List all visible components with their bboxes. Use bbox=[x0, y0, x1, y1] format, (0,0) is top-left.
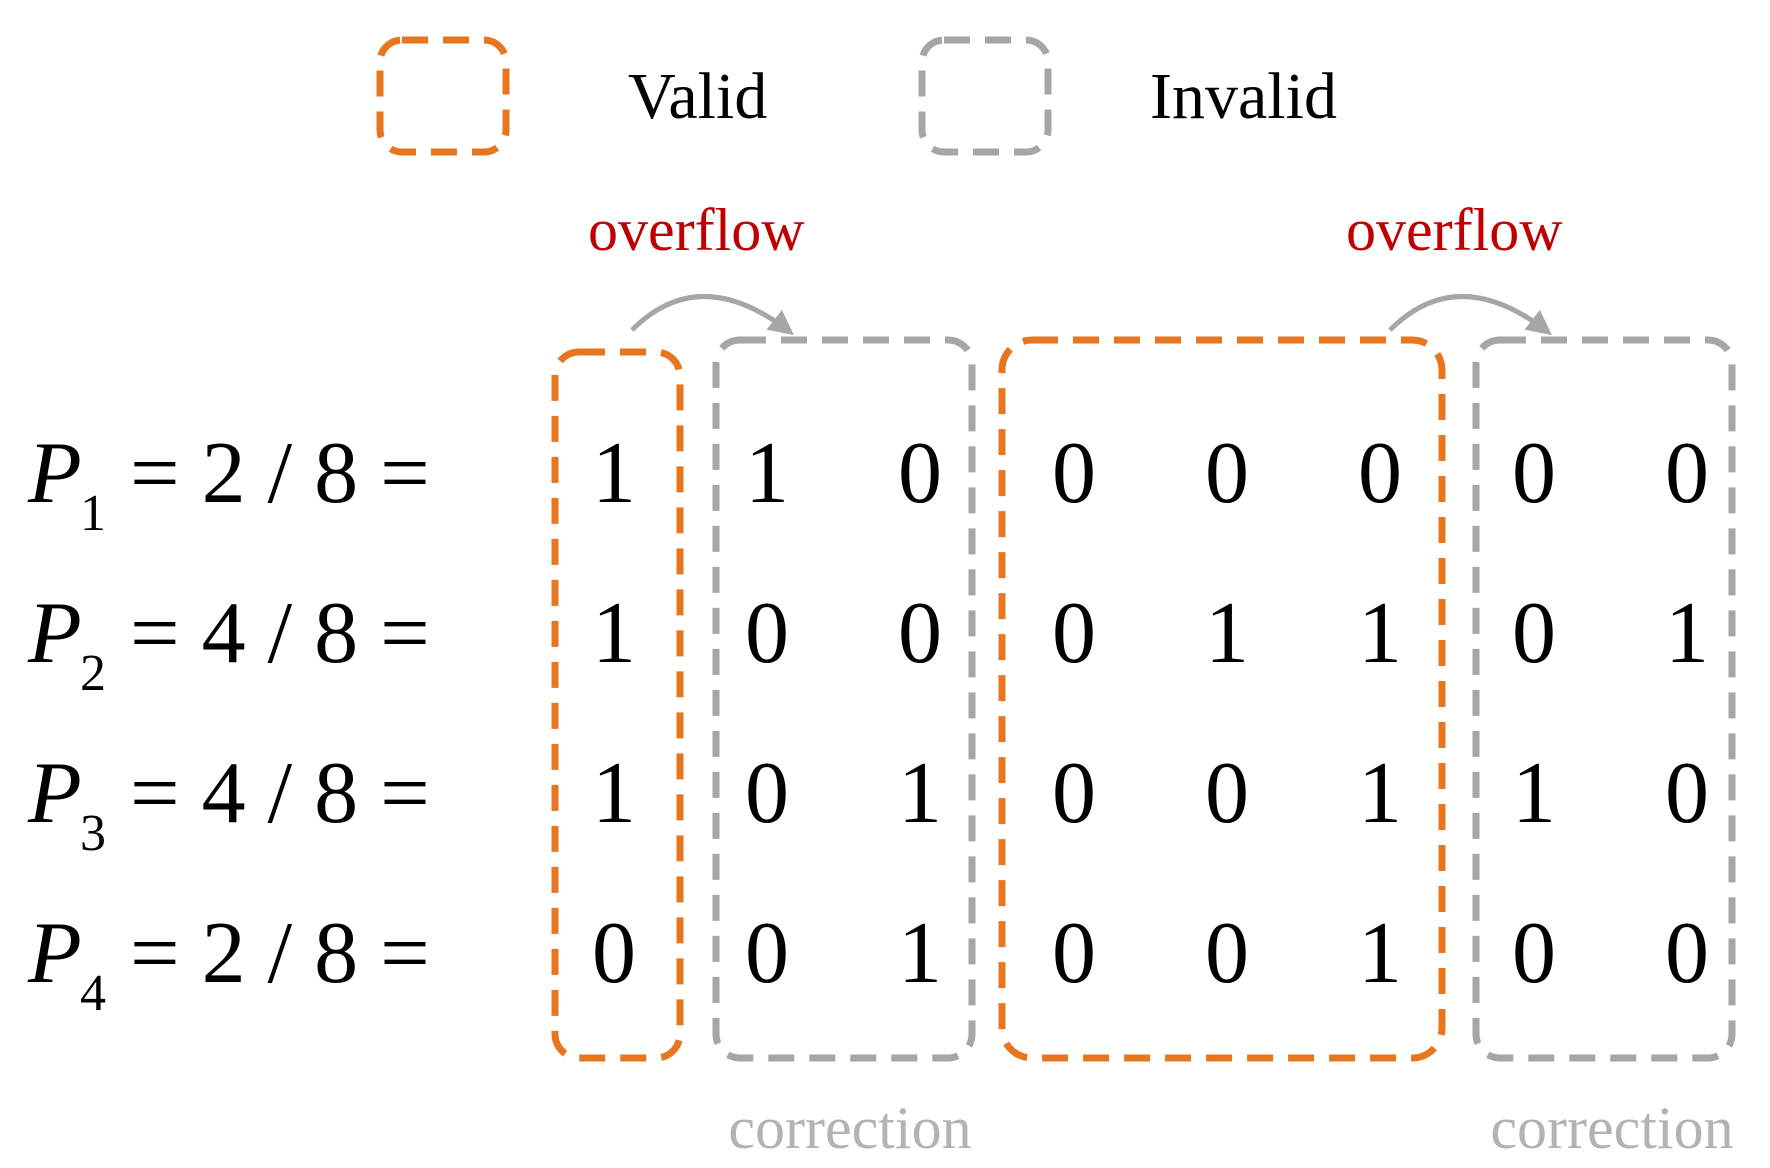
probability-row: P4 = 2 / 8 = 0 0 1 0 0 1 0 0 bbox=[27, 905, 1709, 1022]
bit-cell: 0 bbox=[1205, 905, 1249, 1002]
bit-cell: 0 bbox=[745, 585, 789, 682]
bit-cell: 1 bbox=[592, 585, 636, 682]
bit-cell: 0 bbox=[1205, 745, 1249, 842]
bit-cell: 1 bbox=[1358, 905, 1402, 1002]
bit-cell: 0 bbox=[1358, 425, 1402, 522]
probability-subscript: 3 bbox=[80, 805, 106, 862]
probability-expression: = 4 / 8 = bbox=[130, 585, 430, 682]
probability-expression: = 2 / 8 = bbox=[130, 905, 430, 1002]
probability-subscript: 2 bbox=[80, 645, 106, 702]
probability-variable: P bbox=[27, 905, 82, 1002]
correction-labels: correction correction bbox=[728, 1095, 1733, 1161]
bit-cell: 0 bbox=[1665, 905, 1709, 1002]
bit-cell: 0 bbox=[745, 745, 789, 842]
probability-subscript: 4 bbox=[80, 965, 106, 1022]
bit-cell: 0 bbox=[1052, 745, 1096, 842]
bit-cell: 0 bbox=[745, 905, 789, 1002]
bit-cell: 0 bbox=[1665, 745, 1709, 842]
overflow-label-right: overflow bbox=[1346, 197, 1563, 263]
legend-valid-swatch bbox=[376, 36, 510, 156]
probability-variable: P bbox=[27, 745, 82, 842]
bit-cell: 0 bbox=[592, 905, 636, 1002]
probability-variable: P bbox=[27, 585, 82, 682]
bit-cell: 0 bbox=[1052, 585, 1096, 682]
bit-cell: 1 bbox=[1358, 585, 1402, 682]
bit-cell: 1 bbox=[592, 745, 636, 842]
bit-cell: 0 bbox=[1512, 905, 1556, 1002]
bit-cell: 0 bbox=[898, 425, 942, 522]
bit-cell: 1 bbox=[592, 425, 636, 522]
bit-cell: 1 bbox=[745, 425, 789, 522]
bit-cell: 0 bbox=[1052, 425, 1096, 522]
invalid-group-box bbox=[712, 336, 976, 1062]
correction-label-right: correction bbox=[1490, 1095, 1733, 1161]
probability-row: P2 = 4 / 8 = 1 0 0 0 1 1 0 1 bbox=[27, 585, 1709, 702]
bit-cell: 0 bbox=[1512, 585, 1556, 682]
overflow-label-left: overflow bbox=[588, 197, 805, 263]
overflow-annotations: overflow overflow bbox=[588, 197, 1563, 336]
bit-cell: 1 bbox=[1665, 585, 1709, 682]
legend-invalid-label: Invalid bbox=[1150, 60, 1337, 133]
bit-cell: 1 bbox=[1512, 745, 1556, 842]
bit-cell: 0 bbox=[1052, 905, 1096, 1002]
probability-row: P3 = 4 / 8 = 1 0 1 0 0 1 1 0 bbox=[27, 745, 1709, 862]
bit-cell: 0 bbox=[1512, 425, 1556, 522]
bit-cell: 1 bbox=[1205, 585, 1249, 682]
bit-cell: 1 bbox=[898, 745, 942, 842]
group-boxes bbox=[551, 336, 1736, 1062]
overflow-arrow-right bbox=[1388, 294, 1552, 336]
bit-cell: 0 bbox=[1665, 425, 1709, 522]
correction-label-left: correction bbox=[728, 1095, 971, 1161]
bit-cell: 0 bbox=[898, 585, 942, 682]
probability-subscript: 1 bbox=[80, 485, 106, 542]
probability-expression: = 2 / 8 = bbox=[130, 425, 430, 522]
overflow-arrow-left bbox=[630, 294, 794, 336]
bit-cell: 1 bbox=[898, 905, 942, 1002]
bit-cell: 1 bbox=[1358, 745, 1402, 842]
invalid-group-box bbox=[1472, 336, 1736, 1062]
legend-valid-label: Valid bbox=[628, 60, 767, 133]
legend-invalid-swatch bbox=[918, 36, 1052, 156]
probability-variable: P bbox=[27, 425, 82, 522]
valid-group-box bbox=[551, 348, 684, 1062]
probability-expression: = 4 / 8 = bbox=[130, 745, 430, 842]
legend: Valid Invalid bbox=[376, 36, 1337, 156]
bit-cell: 0 bbox=[1205, 425, 1249, 522]
valid-group-box bbox=[998, 336, 1446, 1062]
